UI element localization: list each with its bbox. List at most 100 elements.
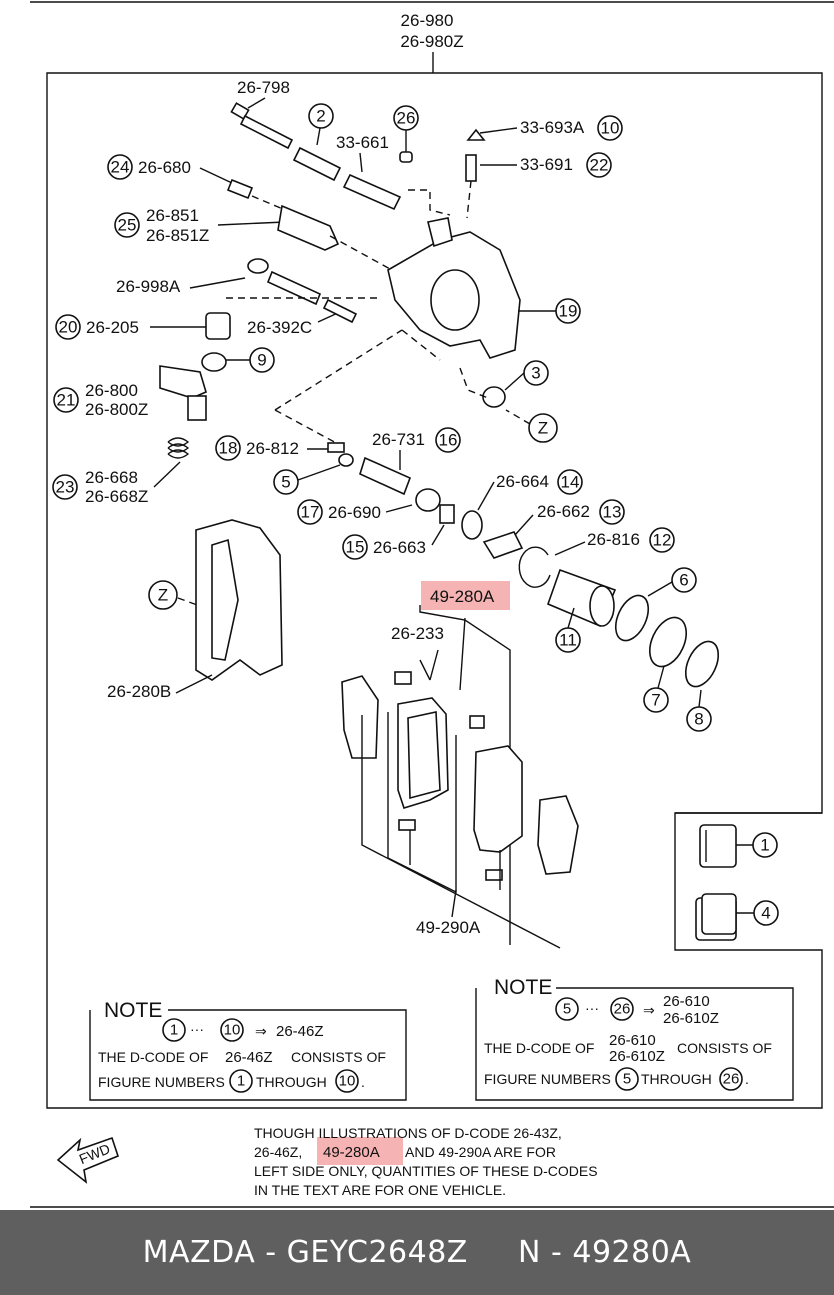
svg-text:5: 5: [563, 1001, 571, 1018]
svg-text:25: 25: [118, 216, 137, 235]
shim-item-1: [699, 824, 737, 868]
callout-16: [435, 427, 461, 453]
label-26-798: 26-798: [237, 78, 290, 97]
label-26-851: 26-851: [146, 206, 199, 225]
callout-2: [308, 103, 334, 129]
bleeder-screw: [465, 154, 477, 182]
svg-text:7: 7: [651, 691, 660, 710]
svg-text:CONSISTS OF: CONSISTS OF: [291, 1049, 386, 1065]
label-26-662: 26-662: [537, 502, 590, 521]
callout-7: [643, 687, 669, 713]
label-26-851z: 26-851Z: [146, 226, 209, 245]
callout-17: [297, 499, 323, 525]
label-26-663: 26-663: [373, 538, 426, 557]
seal-6: [614, 594, 650, 642]
callout-5: [273, 469, 299, 495]
callout-10: [597, 115, 623, 141]
label-26-205: 26-205: [86, 318, 139, 337]
svg-text:⇒: ⇒: [643, 1002, 655, 1018]
caption-bar: MAZDA - GEYC2648Z N - 49280A: [0, 1210, 834, 1295]
seal-26-690: [415, 488, 441, 512]
svg-text:12: 12: [653, 531, 672, 550]
adjuster-26-662: [482, 531, 524, 559]
svg-text:3: 3: [531, 364, 540, 383]
svg-text:Z: Z: [538, 419, 548, 438]
callout-13: [599, 499, 625, 525]
note-left: NOTE 1 ··· 10 ⇒ 26-46Z THE D-CODE OF 26-…: [89, 999, 407, 1101]
svg-text:15: 15: [346, 538, 365, 557]
cap-26: [399, 151, 413, 163]
callout-z-top: [528, 413, 558, 443]
callout-z-bracket: [148, 580, 178, 610]
svg-text:9: 9: [257, 351, 266, 370]
svg-text:4: 4: [761, 904, 770, 923]
label-26-800z: 26-800Z: [85, 400, 148, 419]
svg-text:NOTE: NOTE: [104, 999, 162, 1022]
boot-3: [482, 386, 506, 408]
svg-text:24: 24: [111, 158, 130, 177]
shim-item-4: [695, 893, 737, 941]
svg-text:17: 17: [301, 503, 320, 522]
svg-text:···: ···: [585, 1000, 599, 1016]
svg-text:NOTE: NOTE: [494, 976, 552, 999]
callout-15: [342, 534, 368, 560]
label-33-693a: 33-693A: [520, 118, 585, 137]
label-49-290a: 49-290A: [416, 918, 481, 937]
label-26-731: 26-731: [372, 430, 425, 449]
snap-ring-26-816: [518, 546, 551, 588]
callout-12: [649, 527, 675, 553]
brake-pad-outer: [397, 697, 449, 809]
piston-11: [546, 568, 617, 628]
svg-text:THE D-CODE OF: THE D-CODE OF: [484, 1040, 594, 1056]
svg-text:FIGURE NUMBERS: FIGURE NUMBERS: [484, 1071, 611, 1087]
main-frame: [46, 72, 823, 1109]
svg-text:22: 22: [590, 156, 609, 175]
svg-text:26-46Z: 26-46Z: [225, 1049, 273, 1066]
svg-text:5: 5: [281, 473, 290, 492]
svg-text:21: 21: [57, 391, 76, 410]
svg-text:10: 10: [601, 119, 620, 138]
assembly-code: 26-980: [401, 11, 454, 30]
spring-26-668: [167, 437, 190, 459]
svg-text:THROUGH: THROUGH: [641, 1071, 712, 1087]
highlight-49-280a: [421, 581, 510, 610]
svg-text:FIGURE NUMBERS: FIGURE NUMBERS: [98, 1074, 225, 1090]
ring-26-664: [461, 510, 483, 540]
caliper-bracket-26-280b: [195, 519, 283, 681]
pad-shim-outer: [341, 675, 379, 759]
callout-23: [52, 474, 78, 500]
label-26-668z: 26-668Z: [85, 487, 148, 506]
washer-26-998a: [247, 258, 269, 274]
lever-26-800: [159, 365, 207, 399]
svg-text:11: 11: [559, 631, 577, 650]
sleeve-2: [292, 146, 342, 182]
bolt-26-680: [226, 178, 254, 200]
label-26-812: 26-812: [246, 439, 299, 458]
note-right: NOTE 5 ··· 26 ⇒ 26-610 26-610Z THE D-COD…: [475, 976, 794, 1101]
callout-6: [671, 567, 697, 593]
boot-26-205: [205, 312, 231, 340]
svg-text:26-46Z: 26-46Z: [276, 1023, 324, 1040]
svg-text:18: 18: [219, 439, 238, 458]
callout-24: [107, 154, 133, 180]
label-26-392c: 26-392C: [247, 318, 312, 337]
boot-7: [649, 616, 687, 668]
ring-8: [684, 640, 720, 688]
svg-text:···: ···: [190, 1021, 204, 1037]
svg-text:1: 1: [237, 1073, 245, 1090]
footnote-line-2a: 26-46Z,: [254, 1144, 302, 1160]
svg-text:⇒: ⇒: [255, 1023, 267, 1039]
caption-text: MAZDA - GEYC2648Z N - 49280A: [142, 1235, 692, 1270]
highlight-49-280a-footnote: [317, 1137, 403, 1165]
svg-text:1: 1: [760, 836, 769, 855]
pad-clips: [394, 671, 503, 881]
footnote-line-2c: AND 49-290A ARE FOR: [405, 1144, 556, 1160]
bolt-26-798: [230, 102, 294, 150]
svg-text:13: 13: [603, 503, 622, 522]
label-26-668: 26-668: [85, 468, 138, 487]
callout-22: [586, 152, 612, 178]
svg-text:14: 14: [561, 473, 580, 492]
svg-text:10: 10: [339, 1073, 356, 1090]
svg-text:26-610: 26-610: [609, 1032, 656, 1049]
svg-text:6: 6: [679, 571, 688, 590]
